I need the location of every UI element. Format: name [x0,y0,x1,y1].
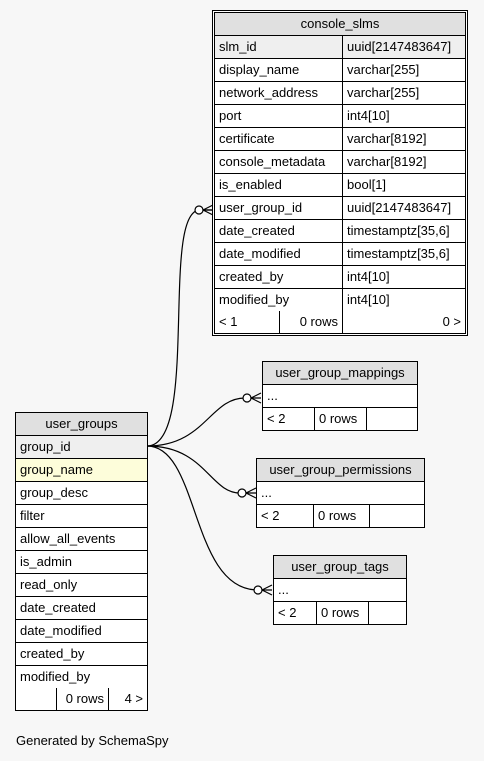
column-name: console_metadata [219,154,326,169]
column-row: group_name [16,459,147,482]
column-row: user_group_id uuid[2147483647] [215,197,465,220]
column-name: port [219,108,242,123]
table-footer: < 2 0 rows [274,602,406,624]
column-name: date_created [20,600,96,615]
table-title: user_group_mappings [263,362,417,385]
column-name: slm_id [219,39,257,54]
column-name: date_created [219,223,295,238]
parents-count: < 1 [219,314,238,329]
column-row: modified_by [16,666,147,688]
column-name: group_id [20,439,71,454]
column-row: modified_by int4[10] [215,289,465,311]
column-type: timestamptz[35,6] [342,220,465,242]
column-name: date_modified [219,246,301,261]
children-count: 4 > [108,688,147,710]
column-type: varchar[8192] [342,128,465,150]
column-name: network_address [219,85,318,100]
table-footer: < 2 0 rows [263,408,417,430]
column-name: read_only [20,577,78,592]
column-type: bool[1] [342,174,465,196]
column-row: created_by [16,643,147,666]
column-name: group_name [20,462,93,477]
column-row: date_modified [16,620,147,643]
column-row: date_created [16,597,147,620]
column-row: display_name varchar[255] [215,59,465,82]
column-name: created_by [219,269,284,284]
column-row: port int4[10] [215,105,465,128]
table-footer: < 2 0 rows [257,505,424,527]
table-row: ... [257,482,424,505]
table-row: ... [263,385,417,408]
table-title: console_slms [215,13,465,36]
parents-count [16,688,56,710]
column-row: read_only [16,574,147,597]
parents-count: < 2 [278,605,297,620]
row-count: 0 rows [314,408,366,430]
column-row: group_id [16,436,147,459]
column-name: created_by [20,646,85,661]
column-type: uuid[2147483647] [342,197,465,219]
table-title: user_group_permissions [257,459,424,482]
children-count: 0 > [342,311,465,333]
table-title: user_groups [16,413,147,436]
column-row: is_admin [16,551,147,574]
table-title: user_group_tags [274,556,406,579]
column-row: filter [16,505,147,528]
column-row: created_by int4[10] [215,266,465,289]
column-name: modified_by [219,292,290,307]
table-row: ... [274,579,406,602]
column-row: date_created timestamptz[35,6] [215,220,465,243]
column-name: allow_all_events [20,531,116,546]
column-name: group_desc [20,485,88,500]
column-type: varchar[255] [342,82,465,104]
link-user-group-mappings [146,397,261,447]
table-footer: 0 rows 4 > [16,688,147,710]
parents-count: < 2 [267,411,286,426]
row-count: 0 rows [316,602,368,624]
column-name: certificate [219,131,275,146]
table-user-groups[interactable]: user_groups group_id group_name group_desc… [15,412,148,711]
column-name: is_enabled [219,177,282,192]
column-type: varchar[255] [342,59,465,81]
column-type: varchar[8192] [342,151,465,173]
column-type: int4[10] [342,105,465,127]
column-row: group_desc [16,482,147,505]
parents-count: < 2 [261,508,280,523]
row-count: 0 rows [279,311,342,333]
children-count [368,602,406,624]
column-name: modified_by [20,669,91,684]
children-count [366,408,417,430]
column-row: slm_id uuid[2147483647] [215,36,465,59]
table-footer: < 1 0 rows 0 > [215,311,465,333]
row-count: 0 rows [313,505,369,527]
column-row: is_enabled bool[1] [215,174,465,197]
column-row: allow_all_events [16,528,147,551]
column-row: console_metadata varchar[8192] [215,151,465,174]
column-type: uuid[2147483647] [342,36,465,58]
column-type: int4[10] [342,266,465,288]
column-type: timestamptz[35,6] [342,243,465,265]
children-count [369,505,424,527]
column-name: filter [20,508,45,523]
row-count: 0 rows [56,688,108,710]
column-name: date_modified [20,623,102,638]
table-user-group-permissions[interactable]: user_group_permissions ... < 2 0 rows [256,458,425,528]
table-user-group-mappings[interactable]: user_group_mappings ... < 2 0 rows [262,361,418,431]
column-type: int4[10] [342,289,465,311]
generated-by-label: Generated by SchemaSpy [16,733,169,748]
column-name: user_group_id [219,200,303,215]
link-user-group-tags [146,445,272,591]
column-row: network_address varchar[255] [215,82,465,105]
link-console-slms [146,209,213,447]
column-row: date_modified timestamptz[35,6] [215,243,465,266]
column-name: display_name [219,62,300,77]
table-user-group-tags[interactable]: user_group_tags ... < 2 0 rows [273,555,407,625]
column-name: is_admin [20,554,73,569]
column-row: certificate varchar[8192] [215,128,465,151]
link-user-group-permissions [146,445,256,494]
